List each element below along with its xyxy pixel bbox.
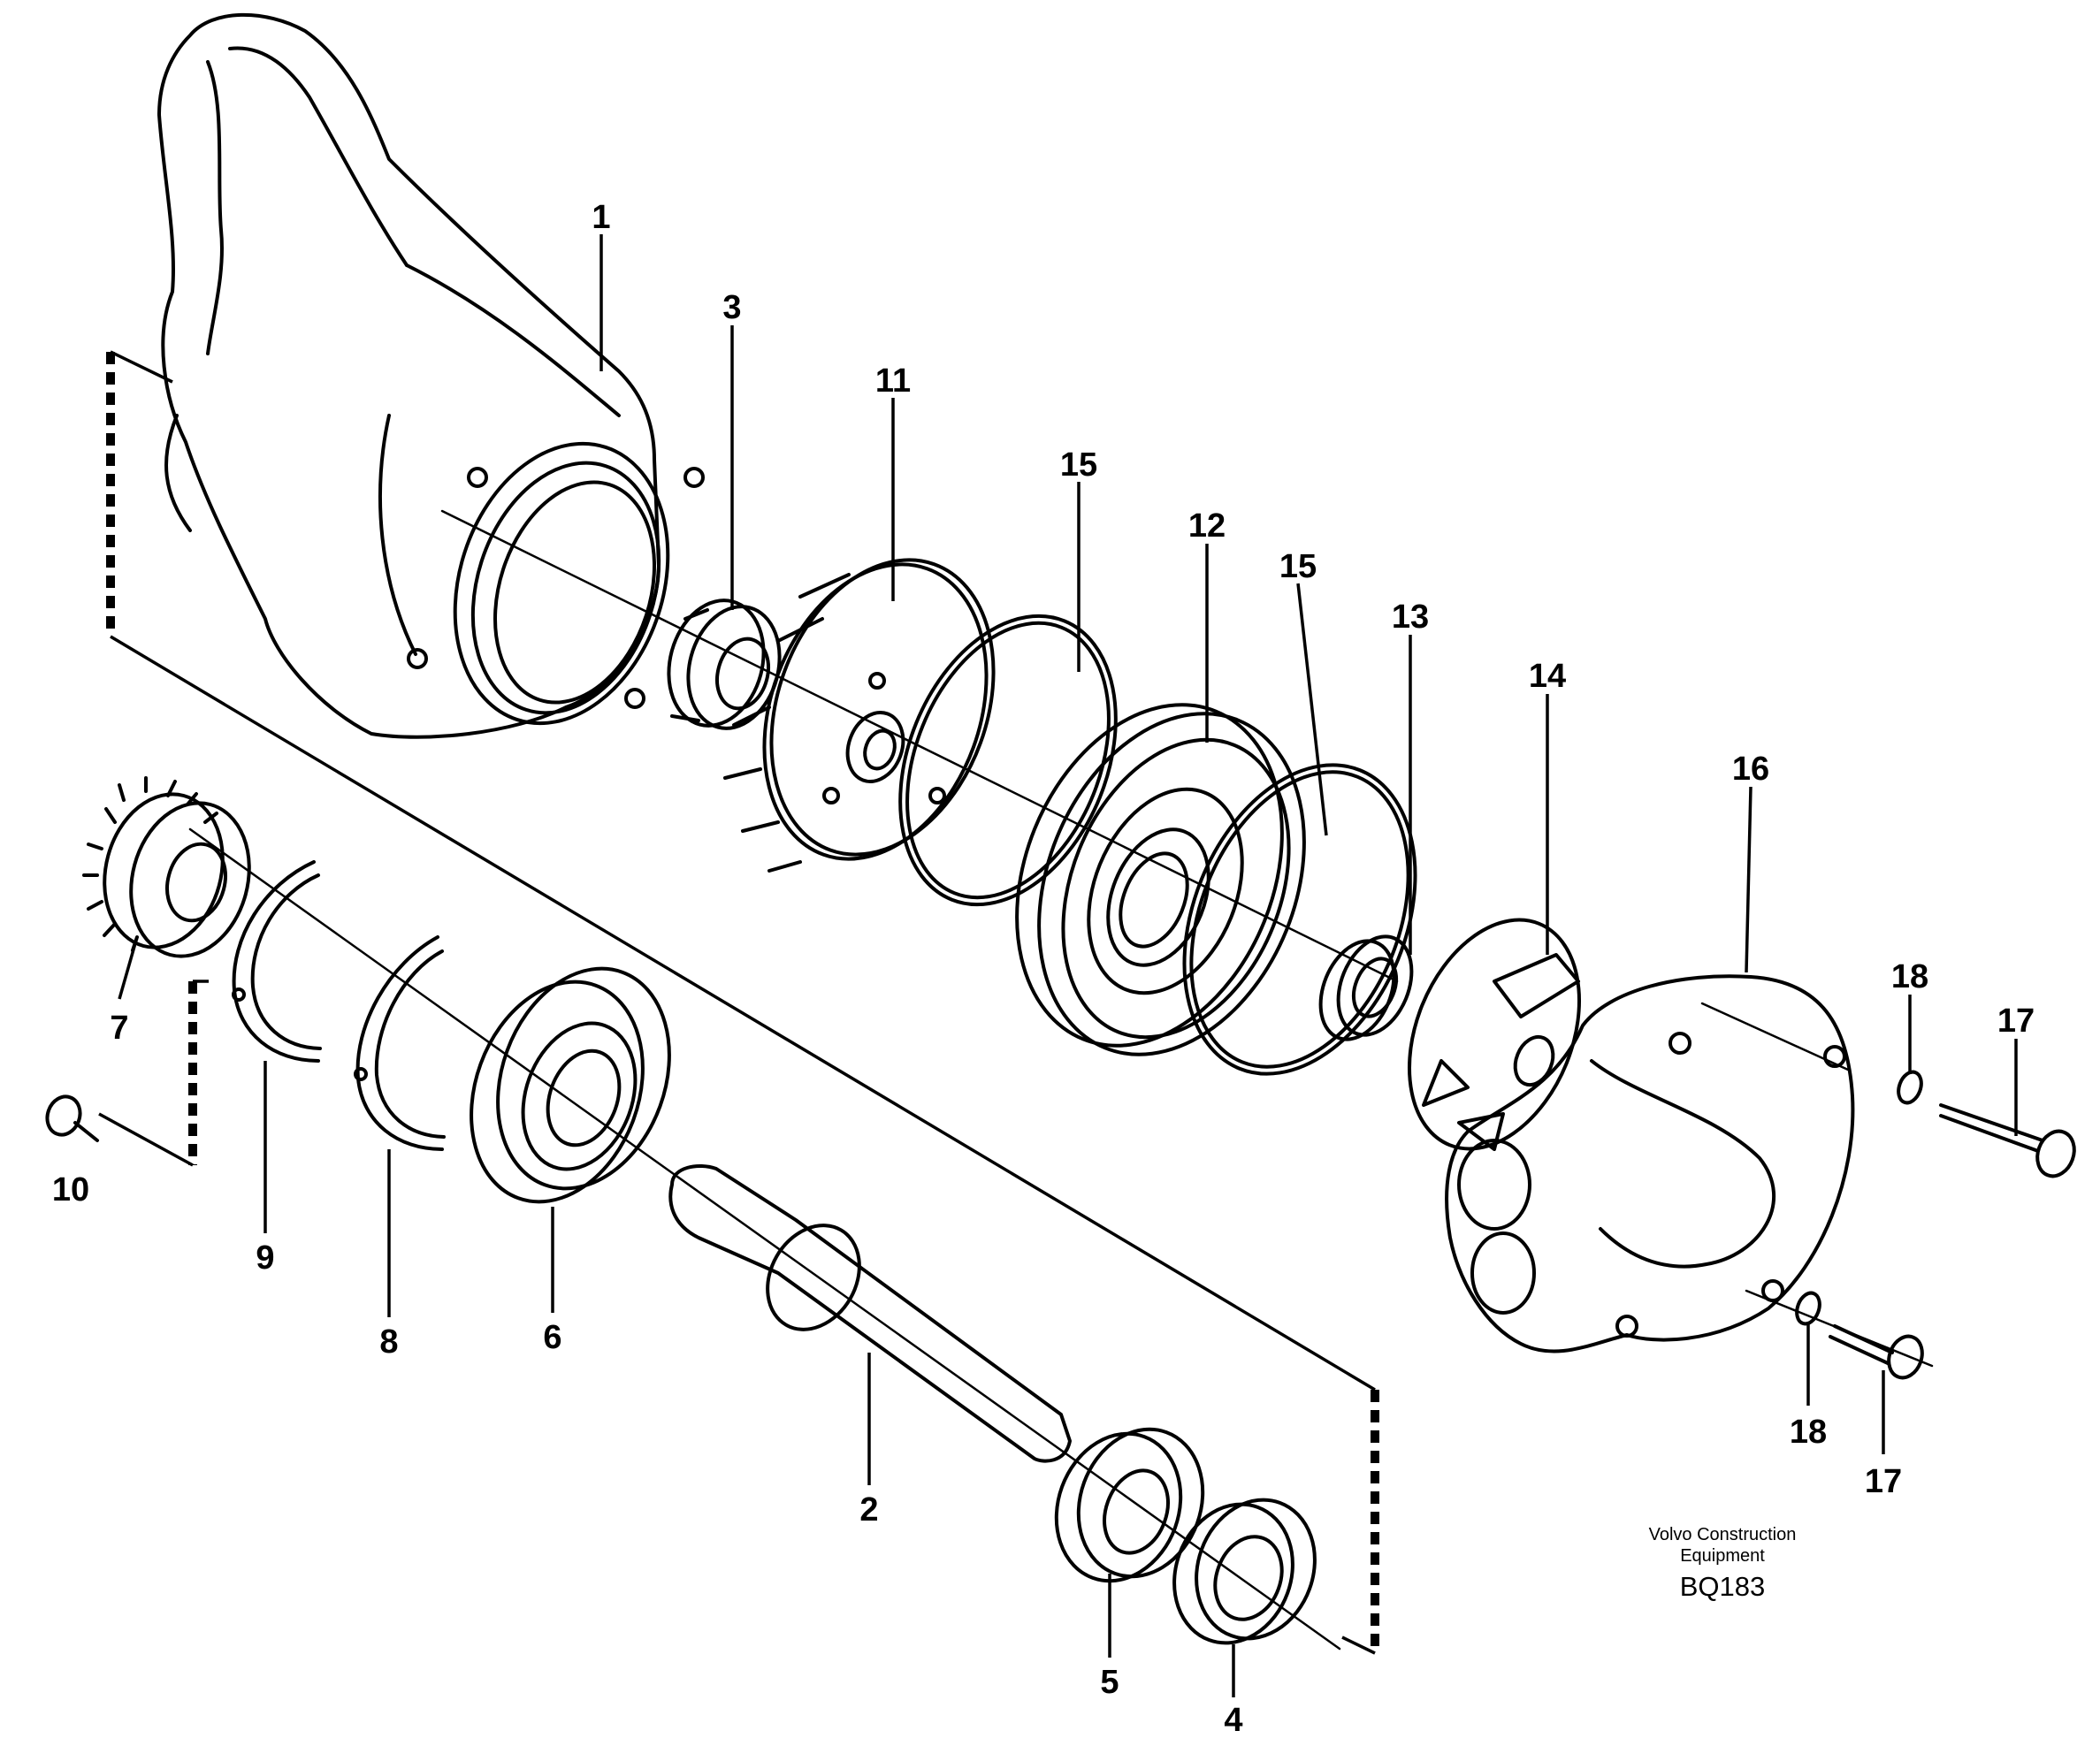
label-part-18-lower: 18	[1790, 1414, 1827, 1451]
part-8-retainer	[354, 935, 446, 1151]
part-14-vane-plate	[1408, 918, 1581, 1151]
part-13-bushing	[1318, 934, 1414, 1041]
label-part-17-lower: 17	[1865, 1463, 1902, 1500]
label-part-15a: 15	[1060, 446, 1097, 484]
label-part-14: 14	[1529, 658, 1566, 695]
callout-labels: 1 3 11 15 12 15 13 14 16 18 17 18 17 7 1…	[52, 199, 2035, 1739]
caption-line-1: Volvo Construction	[1649, 1525, 1797, 1544]
label-part-12: 12	[1188, 507, 1226, 545]
label-part-16: 16	[1732, 751, 1769, 788]
label-part-6: 6	[543, 1319, 561, 1356]
part-18-washer-upper	[1897, 1070, 1923, 1105]
leader-lines	[118, 234, 2018, 1697]
label-part-8: 8	[379, 1323, 398, 1361]
assembly-boundary	[98, 350, 1379, 1655]
caption-line-2: Equipment	[1680, 1546, 1765, 1566]
part-12-seal-housing	[1015, 703, 1306, 1056]
part-4-bearing	[1172, 1498, 1317, 1645]
part-10-plug	[45, 1094, 99, 1142]
part-9-retainer	[232, 860, 322, 1063]
part-16-pump-cover	[1445, 974, 1855, 1353]
label-part-9: 9	[256, 1239, 274, 1277]
label-part-18-upper: 18	[1891, 958, 1928, 995]
part-11-impeller	[723, 558, 996, 873]
label-part-13: 13	[1392, 599, 1429, 636]
label-part-7: 7	[110, 1010, 128, 1047]
diagram-code: BQ183	[1680, 1571, 1766, 1602]
part-7-gear	[82, 776, 251, 958]
label-part-17-upper: 17	[1997, 1003, 2035, 1040]
label-part-4: 4	[1224, 1702, 1242, 1739]
diagram-caption: Volvo Construction Equipment BQ183	[1649, 1525, 1797, 1602]
label-part-11: 11	[875, 362, 911, 400]
part-15-o-ring-front	[898, 614, 1118, 907]
label-part-10: 10	[52, 1171, 89, 1208]
part-17-bolt-upper	[1939, 1103, 2076, 1178]
assembly-axis	[188, 509, 1934, 1651]
label-part-3: 3	[722, 289, 741, 326]
part-17-bolt-lower	[1829, 1324, 1924, 1380]
part-2-shaft	[668, 1164, 1072, 1463]
label-part-2: 2	[859, 1491, 878, 1529]
label-part-15b: 15	[1279, 548, 1317, 585]
part-1-pump-housing	[157, 12, 705, 739]
part-6-ball-bearing	[470, 966, 671, 1204]
part-18-washer-lower	[1795, 1291, 1821, 1326]
label-part-5: 5	[1100, 1664, 1119, 1701]
label-part-1: 1	[592, 199, 610, 236]
